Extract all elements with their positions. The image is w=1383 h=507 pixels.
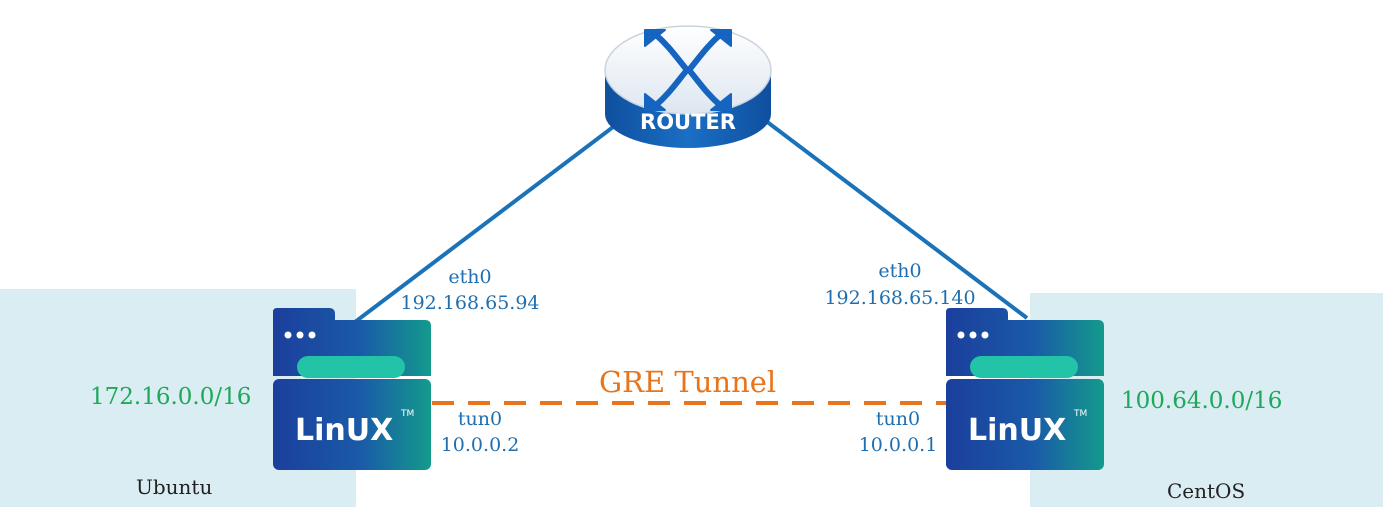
router-icon: ROUTER (604, 25, 772, 148)
centos-tun-ip: 10.0.0.1 (858, 434, 938, 456)
ubuntu-eth-name: eth0 (448, 266, 492, 288)
linux-logo-text: LinUX (968, 413, 1066, 448)
gre-tunnel-label: GRE Tunnel (597, 365, 779, 399)
ubuntu-subnet: 172.16.0.0/16 (90, 384, 252, 410)
centos-eth-ip: 192.168.65.140 (824, 287, 976, 309)
linux-logo-text: LinUX (295, 413, 393, 448)
linux-server-icon: LinUX TM (946, 308, 1104, 470)
svg-text:TM: TM (400, 409, 414, 419)
centos-router-link (760, 116, 1029, 320)
ubuntu-eth-ip: 192.168.65.94 (400, 292, 540, 314)
linux-server-icon: LinUX TM (273, 308, 431, 470)
ubuntu-host-name: Ubuntu (136, 475, 213, 499)
centos-tun-name: tun0 (875, 408, 921, 430)
ubuntu-router-link (353, 116, 627, 324)
svg-text:TM: TM (1073, 409, 1087, 419)
centos-host-name: CentOS (1167, 479, 1246, 503)
centos-eth-name: eth0 (878, 260, 922, 282)
centos-subnet: 100.64.0.0/16 (1121, 388, 1283, 414)
ubuntu-tun-name: tun0 (457, 408, 503, 430)
router-label: ROUTER (640, 110, 736, 134)
ubuntu-tun-ip: 10.0.0.2 (440, 434, 520, 456)
